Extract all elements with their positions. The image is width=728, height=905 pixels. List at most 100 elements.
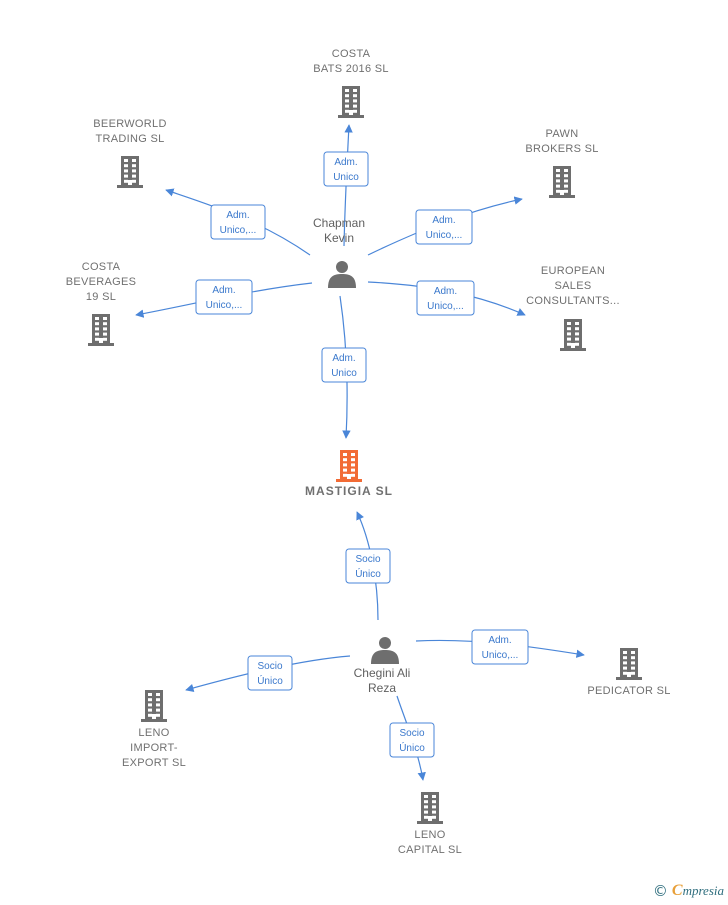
edge-costa-bev: Adm. Unico,... bbox=[135, 279, 313, 318]
edge-label-box bbox=[323, 151, 369, 187]
edge-label-box bbox=[345, 548, 391, 584]
building-icon bbox=[141, 690, 167, 722]
edge-label-line: Unico,... bbox=[426, 230, 463, 241]
node-label-line: COSTA bbox=[82, 261, 121, 273]
node-label-line: BATS 2016 SL bbox=[313, 63, 389, 75]
company-node-costa-bev[interactable]: COSTA BEVERAGES 19 SL bbox=[66, 261, 137, 346]
edge-label-box bbox=[389, 722, 435, 758]
node-label-line: EXPORT SL bbox=[122, 757, 186, 769]
company-node-pawn[interactable]: PAWN BROKERS SL bbox=[525, 128, 598, 198]
brand-initial: C bbox=[671, 882, 683, 899]
edge-label-line: Adm. bbox=[332, 353, 355, 364]
edge-label-line: Adm. bbox=[334, 157, 357, 168]
edge-pedicator: Adm. Unico,... bbox=[415, 629, 585, 665]
company-node-mastigia[interactable]: MASTIGIA SL bbox=[305, 450, 393, 498]
building-icon bbox=[549, 166, 575, 198]
building-icon bbox=[88, 314, 114, 346]
edge-label-line: Adm. bbox=[212, 285, 235, 296]
node-label-line: EUROPEAN bbox=[541, 265, 605, 277]
node-label-line: Kevin bbox=[324, 231, 354, 245]
brand-name: mpresia bbox=[682, 883, 724, 898]
edge-label-line: Unico,... bbox=[220, 225, 257, 236]
node-label-line: CONSULTANTS... bbox=[526, 295, 620, 307]
node-label-line: COSTA bbox=[332, 48, 371, 60]
edge-label[interactable]: Adm. Unico,... bbox=[415, 209, 473, 245]
person-icon bbox=[371, 637, 399, 664]
edge-european: Adm.Unico,... bbox=[367, 280, 526, 316]
node-label-line: LENO bbox=[138, 727, 169, 739]
edge-beerworld: Adm. Unico,... bbox=[165, 188, 311, 256]
edge-label-line: Único bbox=[399, 741, 425, 754]
node-label-line: Chapman bbox=[313, 216, 365, 230]
node-label-line: PAWN bbox=[546, 128, 579, 140]
footer-brand: © Cmpresia bbox=[653, 881, 724, 901]
edge-label-box bbox=[321, 347, 367, 383]
company-node-european[interactable]: EUROPEAN SALES CONSULTANTS... bbox=[526, 265, 620, 351]
edge-label-line: Unico bbox=[331, 368, 357, 379]
building-icon bbox=[338, 86, 364, 118]
edge-label[interactable]: Adm. Unico,... bbox=[210, 204, 266, 240]
edge-label-line: Unico bbox=[333, 172, 359, 183]
edge-label[interactable]: Adm. Unico,... bbox=[471, 629, 529, 665]
edge-label-box bbox=[195, 279, 253, 315]
edge-label[interactable]: Adm. Unico bbox=[323, 151, 369, 187]
node-label-line: BEVERAGES bbox=[66, 276, 137, 288]
node-label-line: Reza bbox=[368, 681, 396, 695]
edge-label[interactable]: Adm.Unico,... bbox=[416, 280, 475, 316]
edge-label-line: Adm. bbox=[488, 635, 511, 646]
building-icon bbox=[417, 792, 443, 824]
node-label-line: IMPORT- bbox=[130, 742, 178, 754]
edge-label-line: Único bbox=[257, 674, 283, 687]
edge-label-box bbox=[471, 629, 529, 665]
node-label-line: 19 SL bbox=[86, 291, 116, 303]
edge-label[interactable]: Adm. Unico,... bbox=[195, 279, 253, 315]
copyright-icon: © bbox=[652, 882, 668, 900]
company-node-costa-bats[interactable]: COSTA BATS 2016 SL bbox=[313, 48, 389, 118]
node-label-line: MASTIGIA SL bbox=[305, 484, 393, 498]
edge-label-box bbox=[416, 280, 475, 316]
edge-costa-bats: Adm. Unico bbox=[323, 124, 369, 247]
building-icon bbox=[560, 319, 586, 351]
company-node-leno-import[interactable]: LENO IMPORT- EXPORT SL bbox=[122, 690, 186, 769]
edge-label-line: Unico,... bbox=[482, 650, 519, 661]
edge-label[interactable]: Adm. Unico bbox=[321, 347, 367, 383]
company-node-leno-capital[interactable]: LENO CAPITAL SL bbox=[398, 792, 462, 856]
company-node-pedicator[interactable]: PEDICATOR SL bbox=[587, 648, 670, 697]
building-icon bbox=[336, 450, 362, 482]
edge-label-box bbox=[247, 655, 293, 691]
edge-mastigia-adm: Adm. Unico bbox=[321, 295, 367, 439]
edge-label-box bbox=[415, 209, 473, 245]
edge-label-line: Unico,... bbox=[206, 300, 243, 311]
edge-label-line: Único bbox=[355, 567, 381, 580]
node-label-line: CAPITAL SL bbox=[398, 844, 462, 856]
person-icon bbox=[328, 261, 356, 288]
edge-label-line: Adm. bbox=[226, 210, 249, 221]
edge-label-line: Adm. bbox=[434, 286, 457, 297]
edge-pawn: Adm. Unico,... bbox=[367, 196, 523, 256]
node-label-line: Chegini Ali bbox=[354, 666, 411, 680]
edge-label-line: Adm. bbox=[432, 215, 455, 226]
building-icon bbox=[616, 648, 642, 680]
edge-label-line: Socio bbox=[399, 728, 424, 739]
node-label-line: LENO bbox=[414, 829, 445, 841]
node-label-line: TRADING SL bbox=[95, 133, 164, 145]
edge-label-box bbox=[210, 204, 266, 240]
building-icon bbox=[117, 156, 143, 188]
company-node-beerworld[interactable]: BEERWORLD TRADING SL bbox=[93, 118, 166, 188]
brand-logo[interactable]: Cmpresia bbox=[672, 882, 724, 900]
node-label-line: BROKERS SL bbox=[525, 143, 598, 155]
node-label-line: SALES bbox=[555, 280, 592, 292]
node-label-line: PEDICATOR SL bbox=[587, 685, 670, 697]
node-label-line: BEERWORLD bbox=[93, 118, 166, 130]
edge-label-line: Socio bbox=[257, 661, 282, 672]
edge-label-line: Socio bbox=[355, 554, 380, 565]
